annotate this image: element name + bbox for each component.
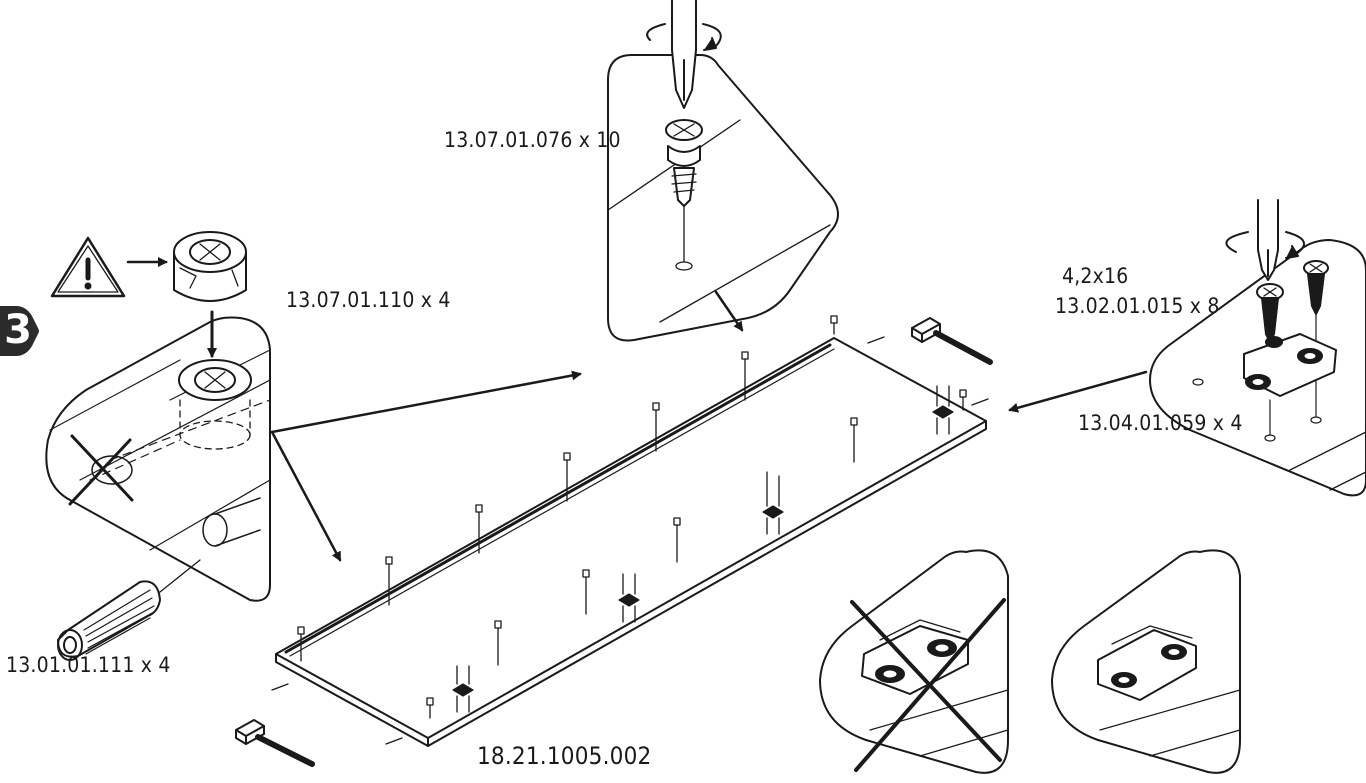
- panel-screws: [297, 315, 967, 719]
- panel-dowels: [271, 336, 989, 745]
- cam-lock-part-code: 13.07.01.110 x 4: [286, 288, 451, 312]
- step-tab: [0, 306, 39, 356]
- panel-board: [275, 337, 987, 747]
- hinge-screw-part-code: 13.02.01.015 x 8: [1055, 294, 1220, 318]
- dowel-part-code: 13.01.01.111 x 4: [6, 653, 171, 677]
- cam-lock-part: [173, 231, 247, 302]
- panel-hinge-plates: [452, 385, 954, 713]
- screwdriver-icon: [646, 0, 722, 109]
- wooden-dowel: [57, 580, 161, 661]
- screw-part-code: 13.07.01.076 x 10: [444, 128, 621, 152]
- panel-part-code: 18.21.1005.002: [477, 742, 652, 770]
- hinge-plate-part-code: 13.04.01.059 x 4: [1078, 411, 1243, 435]
- hinge-screw-size: 4,2x16: [1062, 264, 1129, 288]
- warning-icon: [50, 236, 126, 298]
- chipboard-screw: [1303, 260, 1329, 315]
- hinge-screw-callout: [1149, 199, 1366, 497]
- wrong-x-icon: [850, 598, 1006, 772]
- hammer-icon: [911, 317, 993, 365]
- screwdriver-icon: [1225, 199, 1305, 281]
- correct-orientation-callout: [1051, 549, 1241, 774]
- screw-callout: [607, 0, 839, 342]
- wrong-orientation-callout: [819, 549, 1009, 774]
- chipboard-screw: [1256, 283, 1284, 343]
- hammer-icon: [235, 719, 315, 767]
- cam-lock-callout: [45, 316, 271, 602]
- step-number: 3: [4, 307, 32, 353]
- confirmat-screw: [665, 119, 703, 207]
